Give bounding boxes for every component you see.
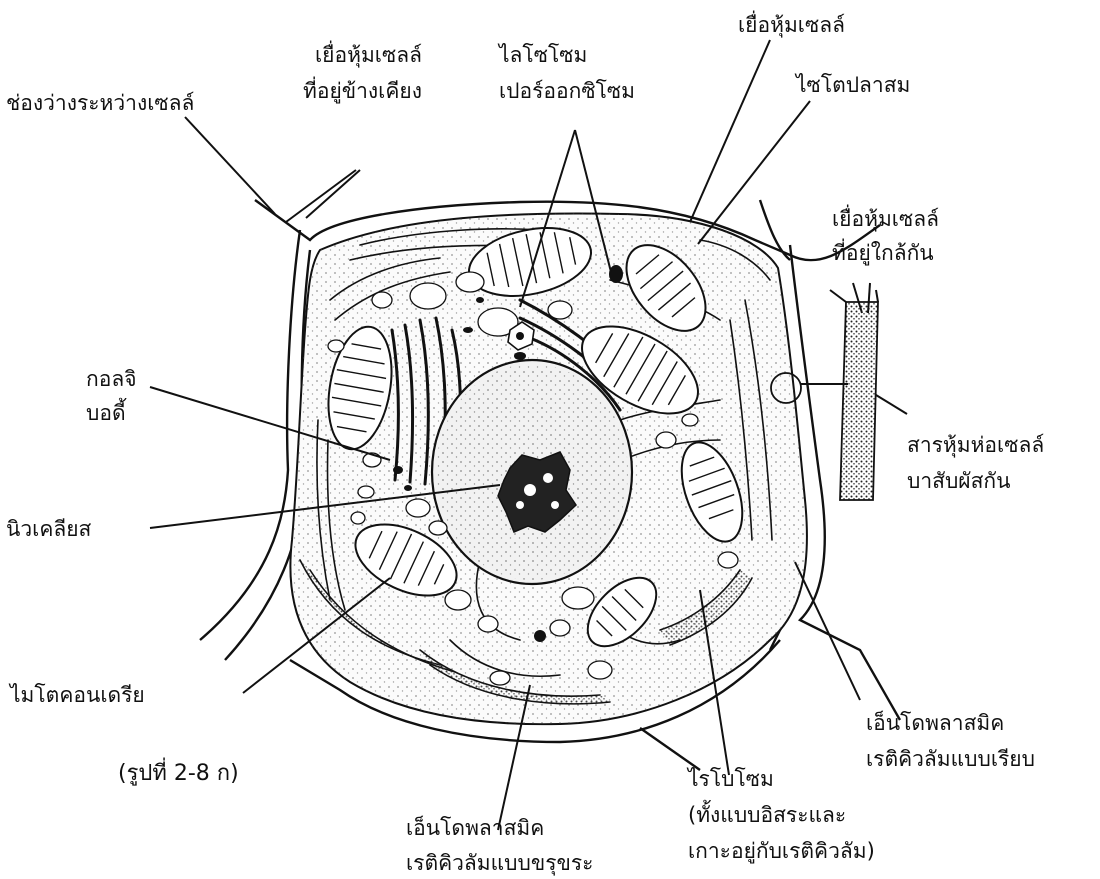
label-ribosome-2: (ทั้งแบบอิสระและ (688, 800, 846, 827)
label-cell-matrix-2: บาสับผัสกัน (907, 469, 1010, 493)
label-smooth-er-1: เอ็นโดพลาสมิค (866, 709, 1004, 735)
label-cell-membrane-top: เยื่อหุ้มเซลล์ (738, 10, 845, 38)
label-rough-er-1: เอ็นโดพลาสมิค (406, 814, 544, 840)
label-golgi-1: กอลจิ (86, 367, 137, 391)
label-lysosome: ไลโซโซม (497, 43, 587, 67)
label-intercellular-space: ช่องว่างระหว่างเซลล์ (6, 91, 194, 115)
label-rough-er-2: เรติคิวลัมแบบขรุขระ (406, 851, 593, 876)
label-golgi-2: บอดี้ (86, 398, 127, 425)
label-smooth-er-2: เรติคิวลัมแบบเรียบ (866, 747, 1035, 771)
label-nucleus: นิวเคลียส (6, 517, 92, 541)
label-peroxisome: เปอร์ออกซิโซม (499, 79, 635, 103)
label-neighbor-membrane-2: ที่อยู่ใกล้กัน (832, 238, 934, 266)
nucleus (432, 360, 632, 584)
label-ribosome-3: เกาะอยู่กับเรติคิวลัม) (688, 839, 875, 864)
label-mitochondria: ไมโตคอนเดรีย (8, 683, 145, 707)
label-adjacent-membrane-2: ที่อยู่ข้างเคียง (303, 76, 422, 104)
label-adjacent-membrane-1: เยื่อหุ้มเซลล์ (315, 40, 422, 68)
label-cytoplasm: ไซโตปลาสม (794, 73, 910, 97)
figure-caption: (รูปที่ 2-8 ก) (118, 757, 239, 786)
label-cell-matrix-1: สารหุ้มห่อเซลล์ (907, 433, 1044, 458)
label-neighbor-membrane-1: เยื่อหุ้มเซลล์ (832, 204, 939, 232)
label-ribosome-1: ไรโบโซม (686, 767, 774, 791)
